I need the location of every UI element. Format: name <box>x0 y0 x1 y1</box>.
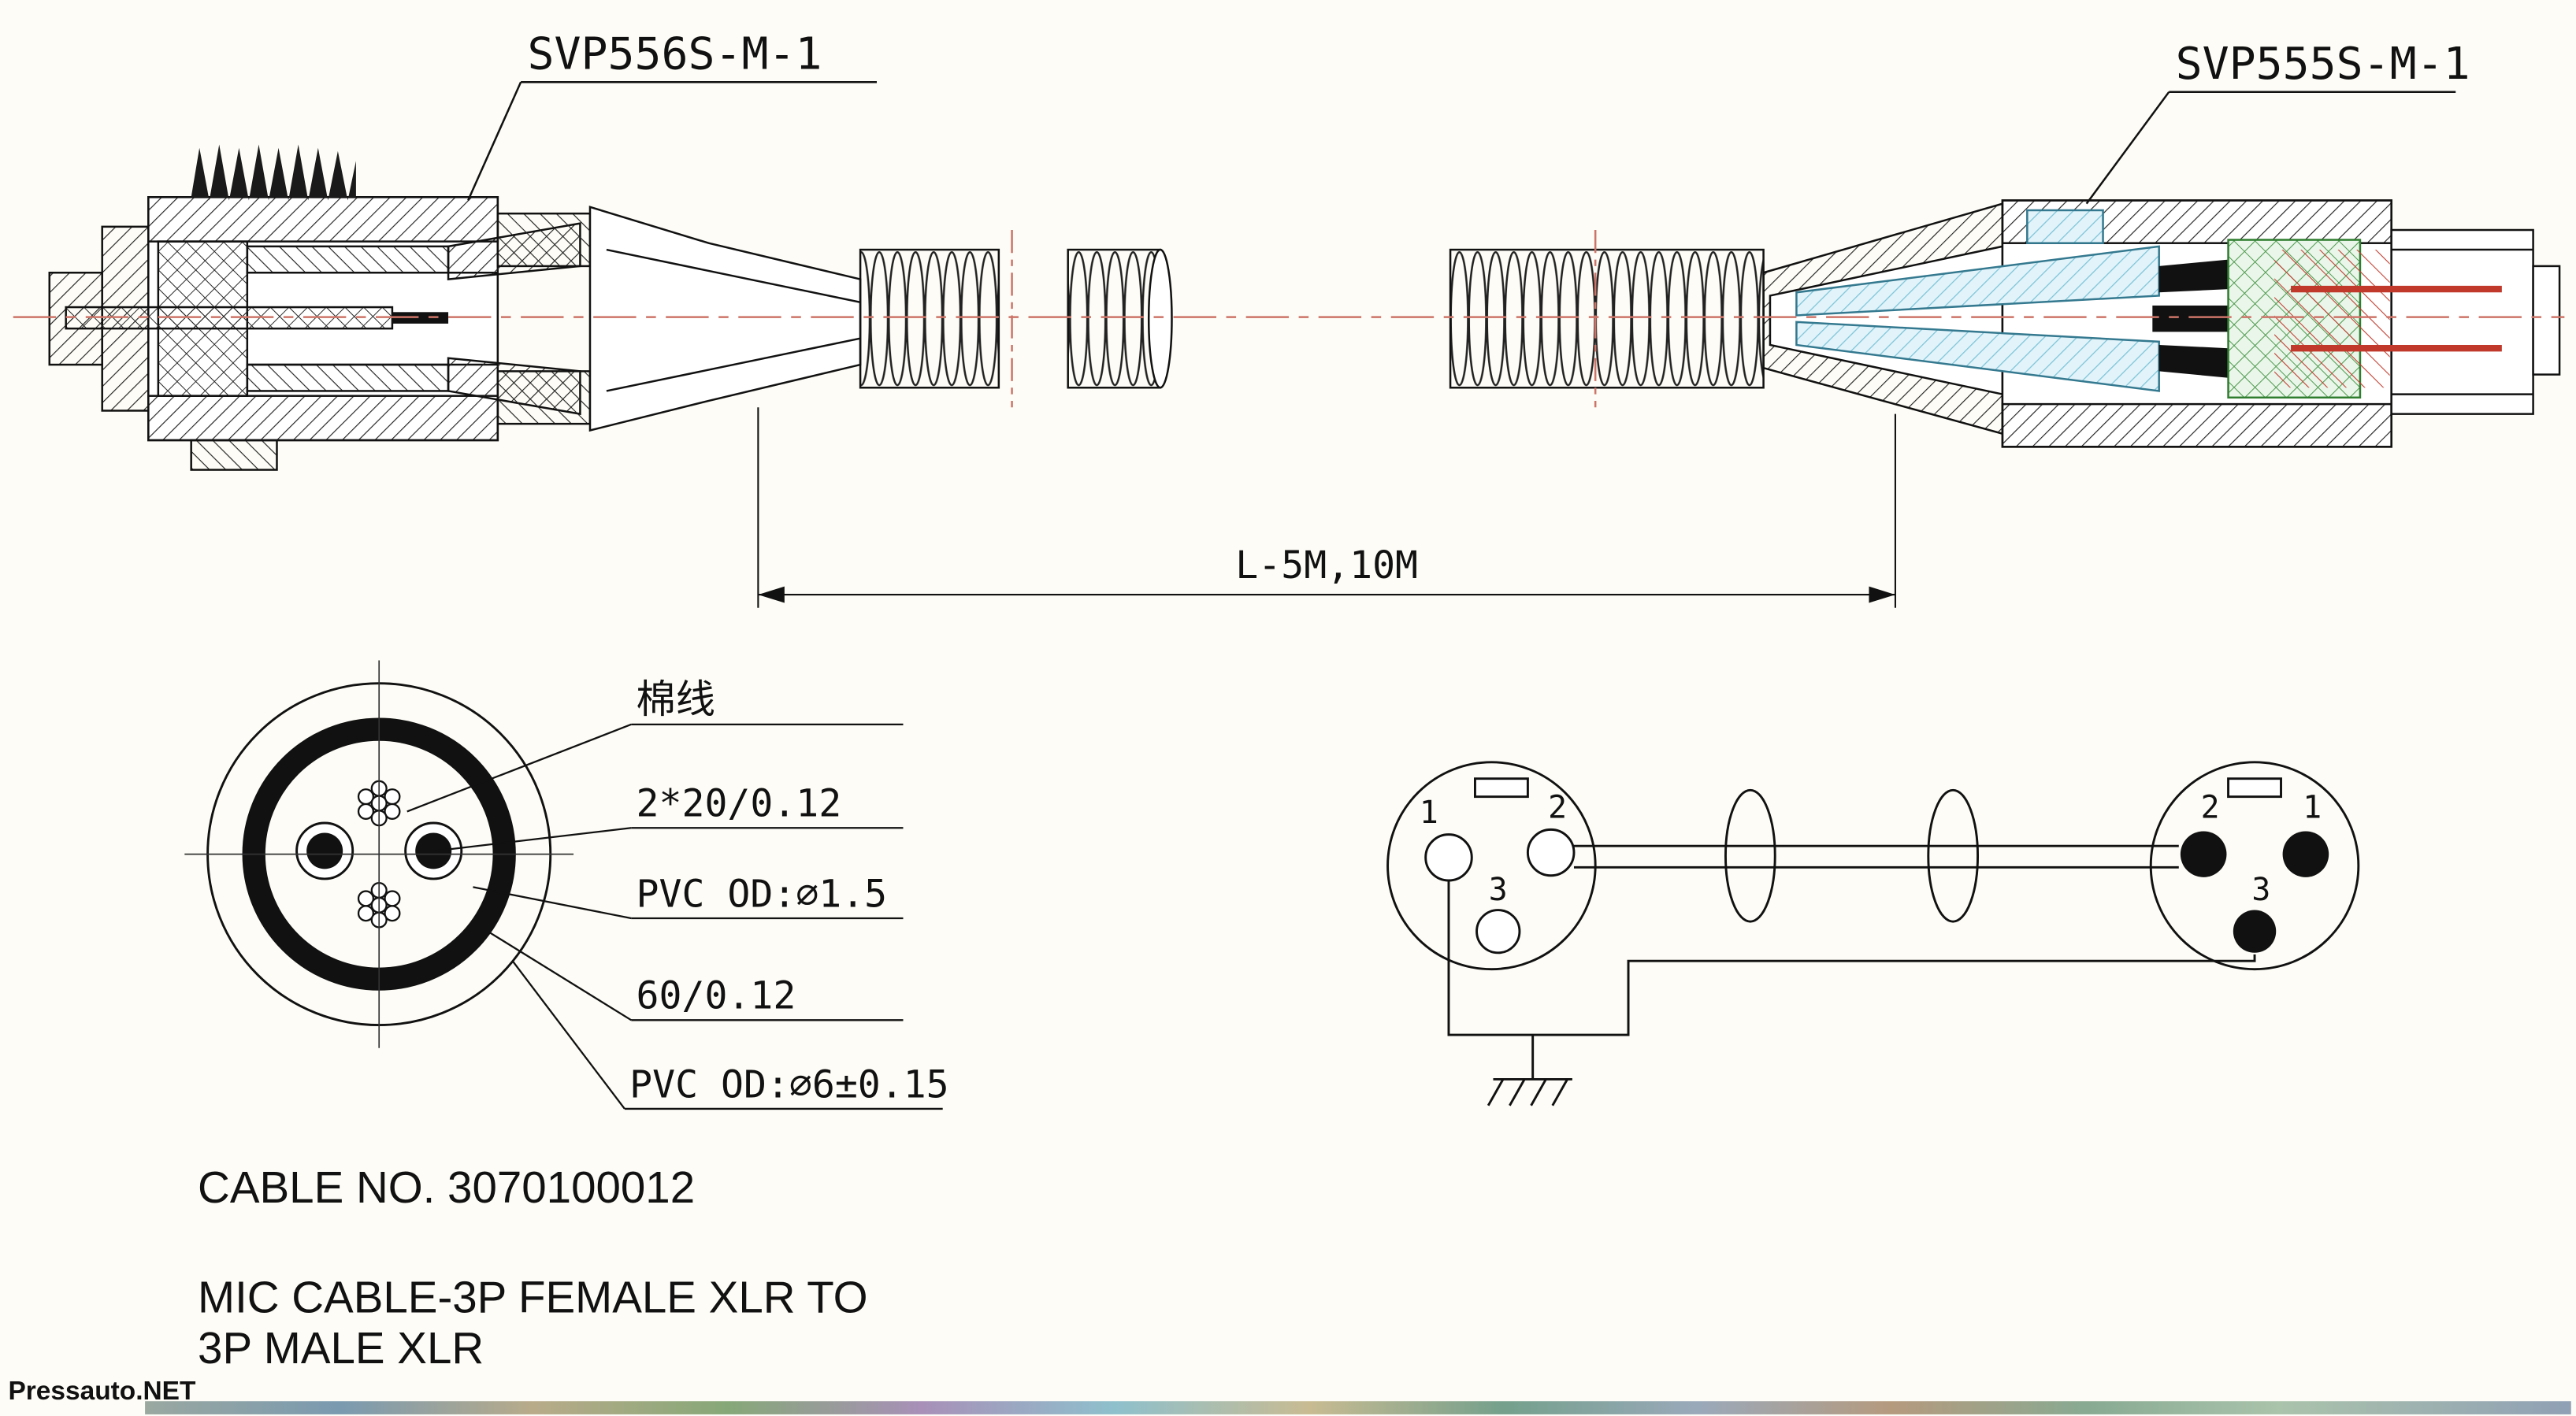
cable-symbol-1 <box>1724 788 1776 923</box>
ground-symbol <box>1487 1035 1572 1106</box>
callout-pvc-inner: PVC OD:∅1.5 <box>473 872 904 920</box>
female-pin-2-number: 2 <box>1548 790 1567 826</box>
conductor-left <box>306 832 343 869</box>
length-dimension: L-5M,10M <box>757 407 1896 608</box>
right-connector-label: SVP555S-M-1 <box>2176 39 2470 90</box>
male-pin-1-number: 1 <box>2303 790 2322 826</box>
cable-symbol-2 <box>1927 788 1980 923</box>
female-pin-2 <box>1526 828 1576 877</box>
shield-wire <box>1447 880 2256 1036</box>
pinout-male-face: 2 1 3 <box>2149 761 2360 971</box>
pvc-outer-label: PVC OD:∅6±0.15 <box>629 1062 948 1106</box>
left-connector-label: SVP556S-M-1 <box>527 29 822 80</box>
cable-number: CABLE NO. 3070100012 <box>198 1162 695 1212</box>
female-pin-1-number: 1 <box>1420 795 1438 831</box>
watermark: Pressauto.NET <box>8 1377 196 1406</box>
footer-color-strip <box>145 1401 2571 1414</box>
conductors-label: 2*20/0.12 <box>637 782 842 826</box>
drawing-title-line2: 3P MALE XLR <box>198 1323 484 1373</box>
cable-coil-left <box>859 248 1000 389</box>
female-pin-1 <box>1424 833 1473 882</box>
latch-tab-right <box>2227 777 2282 799</box>
cable-coil-right <box>1449 248 1765 389</box>
conductor-right <box>415 832 452 869</box>
male-xlr-section-view <box>1449 199 2561 448</box>
pvc-inner-label: PVC OD:∅1.5 <box>637 872 888 916</box>
callout-braid: 60/0.12 <box>487 930 904 1021</box>
drawing-title-line1: MIC CABLE-3P FEMALE XLR TO <box>198 1273 868 1322</box>
callout-pvc-outer: PVC OD:∅6±0.15 <box>511 960 949 1110</box>
braid-label: 60/0.12 <box>637 974 796 1018</box>
xlr-pinout-diagram: 1 2 3 2 1 3 <box>1386 761 2360 1106</box>
female-pin-3 <box>1475 909 1521 955</box>
latch-tab-left <box>1473 777 1529 799</box>
dimension-label: L-5M,10M <box>1235 543 1418 588</box>
callout-conductors: 2*20/0.12 <box>435 782 904 852</box>
callout-right-connector: SVP555S-M-1 <box>2085 39 2470 205</box>
crimp-knurl <box>191 144 356 201</box>
chuck-lower <box>1795 321 2160 392</box>
male-pin-2 <box>2180 831 2227 877</box>
callout-cotton: 棉线 <box>406 676 904 813</box>
male-pin-2-number: 2 <box>2201 790 2220 826</box>
centerlines <box>13 230 2565 408</box>
callout-left-connector: SVP556S-M-1 <box>467 29 878 201</box>
female-xlr-section-view <box>48 144 1173 471</box>
male-pin-1 <box>2282 831 2329 877</box>
female-pin-3-number: 3 <box>1489 872 1508 908</box>
cross-section-callouts: 棉线 2*20/0.12 PVC OD:∅1.5 60/0.12 PVC OD:… <box>406 676 949 1110</box>
cotton-label: 棉线 <box>637 676 715 722</box>
footer-texts: CABLE NO. 3070100012 MIC CABLE-3P FEMALE… <box>8 1162 867 1406</box>
strain-relief-boot <box>588 206 862 432</box>
pinout-wires <box>1447 788 2256 1036</box>
male-pin-3-number: 3 <box>2251 872 2270 908</box>
cable-cross-section <box>184 660 574 1048</box>
pinout-female-face: 1 2 3 <box>1386 761 1597 971</box>
male-pin-3 <box>2233 910 2277 953</box>
chuck-upper <box>1795 245 2160 317</box>
